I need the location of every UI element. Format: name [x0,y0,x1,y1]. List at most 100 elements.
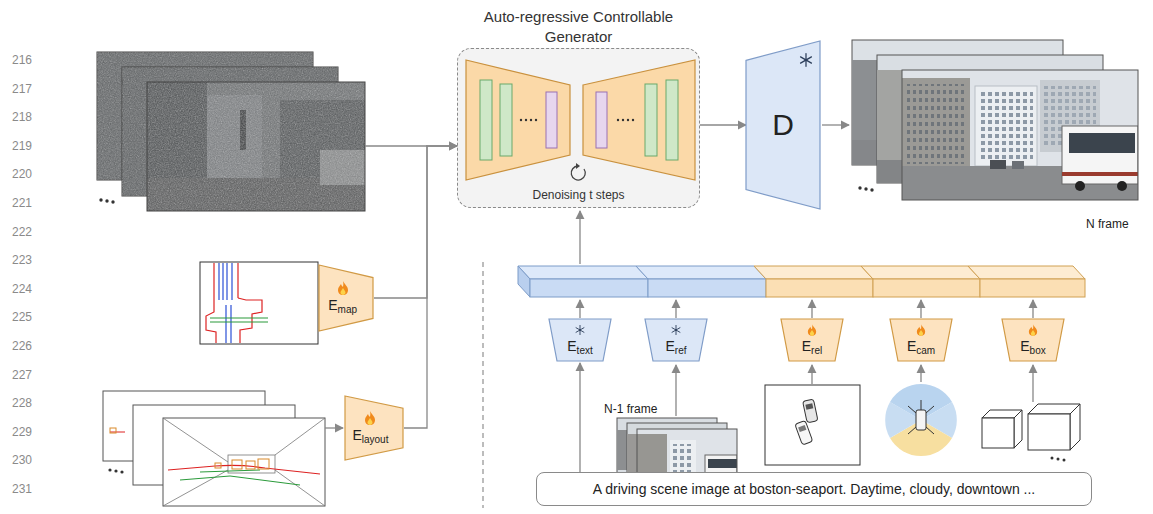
line-number: 224 [12,282,32,296]
layout-frame [163,418,228,462]
output-frame [1117,181,1127,191]
unet-decoder [645,84,657,156]
ego-pose-image [803,399,818,423]
bounding-box-image [1063,459,1066,462]
block-symbol: E [328,297,337,313]
unet-decoder [627,119,629,121]
bounding-box-image [1028,414,1070,450]
label-holder: 226 [2,336,32,354]
block-symbol: D [772,108,794,141]
layout-frame [168,465,320,474]
label-holder: 218 [2,107,32,125]
encoder-arrows [1032,365,1033,402]
ego-pose-image [805,403,813,409]
layout-frame [110,428,116,433]
camera-pose-image [885,384,957,456]
frame-label: N frame [1086,217,1129,231]
divider-line [482,262,483,508]
unet-decoder [596,92,607,148]
label-holder: 229 [2,422,32,440]
line-number: 231 [12,482,32,496]
block-outline [1002,319,1064,361]
loop-icon [571,163,585,180]
label-holder: 220 [2,164,32,182]
map-image [226,263,227,300]
bounding-box-image [1057,458,1060,461]
block-subscript: rel [811,345,822,356]
layout-frame [200,470,260,472]
ellipsis-dots [858,186,861,189]
noisy-frame-border [147,82,365,211]
line-number: 222 [12,225,32,239]
map-image [237,263,238,298]
block-subscript: layout [362,434,389,445]
map-image [218,263,219,300]
map-image [222,263,223,300]
ellipsis-dots [114,469,117,472]
layout-frame [163,470,228,506]
embedding-bar [873,279,980,297]
trainable-icon [807,324,817,336]
line-number: 219 [12,139,32,153]
ellipsis-dots [99,198,114,203]
bounding-box-image [1051,457,1054,460]
unet-encoder [466,60,570,180]
ego-pose-image [795,421,813,445]
layout-frame [246,461,255,469]
block-outline [345,396,403,460]
loop-icon [571,166,585,180]
layout-frame [275,470,325,506]
encoder-arrows [579,300,580,318]
label-holder: 222 [2,222,32,240]
embedding-bar [968,266,1085,279]
block-subscript: text [577,345,593,356]
ellipsis-dots [99,198,102,201]
label-holder: 221 [2,193,32,211]
unet-decoder [632,119,634,121]
output-frame [1069,133,1135,153]
block-symbol: E [665,338,674,354]
unet-decoder [583,60,695,180]
block-subscript: map [338,304,357,315]
camera-pose-image [908,427,916,434]
line-number: 226 [12,339,32,353]
output-frame [902,70,1138,200]
block-subscript: cam [916,345,935,356]
line-number: 228 [12,396,32,410]
label-holder: 227 [2,365,32,383]
line-number: 220 [12,167,32,181]
embedding-bar [861,266,980,279]
unet-encoder [535,119,537,121]
unet-decoder [617,119,619,121]
input-arrow [325,427,343,428]
layout-frame [258,459,269,469]
block-outline [890,319,952,361]
caption-box: A driving scene image at boston-seaport.… [536,472,1092,506]
output-frame [975,86,1037,166]
noisy-frame [147,82,365,211]
embedding-bar [754,266,873,279]
map-image [225,305,226,343]
arrow-connector [374,146,457,298]
encoder-arrows [675,365,676,416]
embedding-bar [766,279,873,297]
label-holder: 219 [2,136,32,154]
layout-frame [163,418,325,506]
condition-arrow [579,211,580,264]
bounding-box-image [982,418,1014,448]
output-frame [906,84,966,164]
camera-pose-image [908,406,916,413]
layout-encoder: Elayout [344,395,404,461]
ego-pose-image [803,399,818,423]
embedding-bar [636,266,766,279]
embedding-bar [648,279,766,297]
unet-encoder [530,119,532,121]
relative-pose-encoder: Erel [780,318,844,362]
noisy-frame [147,82,365,211]
label-holder: 224 [2,279,32,297]
label-holder: 230 [2,450,32,468]
loop-icon [576,163,580,169]
line-number: 227 [12,368,32,382]
